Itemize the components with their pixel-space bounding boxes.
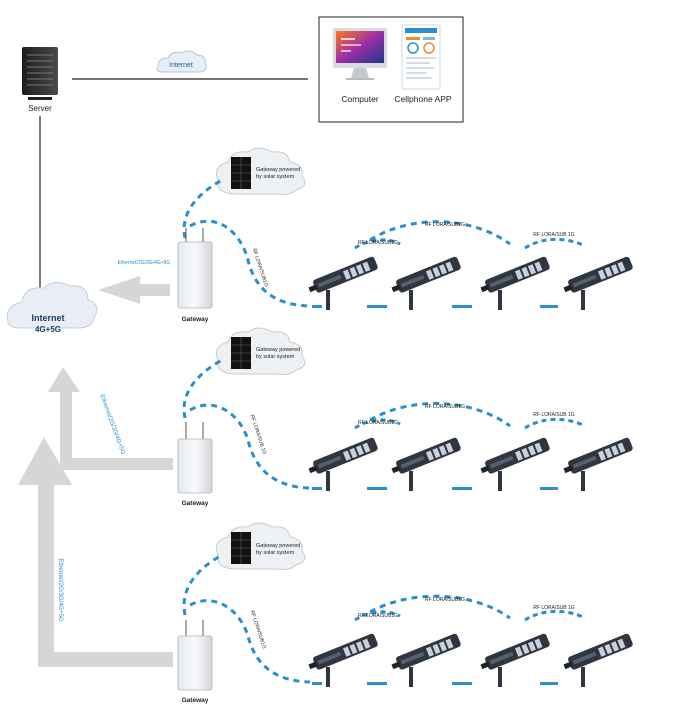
rf-vertical-link (189, 403, 311, 490)
solar-text-2: by solar system (256, 550, 295, 556)
cellphone-app-icon (401, 24, 441, 90)
computer-label: Computer (341, 94, 378, 104)
gateway-device (177, 422, 213, 494)
lamp-pole (498, 471, 502, 491)
solar-dashed-link (182, 178, 223, 239)
solar-dashed-link (182, 553, 223, 616)
solar-dashed-link (182, 358, 223, 419)
rf-right-label: RF LORA/SUB 1G (533, 232, 575, 238)
internet-small-label: Internet (169, 62, 193, 69)
solar-text-2: by solar system (256, 174, 295, 180)
street-lamp-icon (563, 437, 633, 474)
lamp-pole (409, 667, 413, 687)
rf-arc-left (354, 418, 401, 430)
rf-vertical-link (189, 219, 311, 308)
rf-arc-top (369, 401, 511, 428)
rf-left-label: RF LORA/SUB1G (358, 240, 398, 246)
lamp-pole (409, 471, 413, 491)
street-lamp-icon (391, 437, 461, 474)
lamp-pole (498, 667, 502, 687)
rf-left-label: RF LORA/SUB1G (358, 420, 398, 426)
internet-cloud-small (156, 50, 207, 73)
uplink-arrow-row2 (48, 367, 173, 470)
solar-cloud (215, 147, 306, 195)
rf-arc-top (369, 220, 511, 246)
solar-text-1: Gateway powered (256, 543, 300, 549)
solar-text-2: by solar system (256, 354, 295, 360)
internet-cloud-large (6, 282, 98, 329)
rf-top-label: RF LORA/SUB1G (425, 404, 465, 410)
gateway-label: Gateway (182, 316, 209, 323)
rf-vertical-label: RF LORA/SUB1G (251, 248, 269, 288)
lamp-pole (498, 290, 502, 310)
street-lamp-icon (480, 633, 550, 670)
street-lamp-icon (308, 437, 378, 474)
rf-arc-left (354, 610, 401, 622)
cloud-line2: 4G+5G (35, 325, 61, 334)
server-label: Server (28, 104, 52, 113)
lamp-pole (409, 290, 413, 310)
rf-top-label: RF LORA/SUB1G (425, 222, 465, 228)
street-lamp-icon (480, 256, 550, 293)
street-lamp-icon (308, 633, 378, 670)
uplink-arrow-row1 (98, 276, 170, 304)
lamp-pole (326, 667, 330, 687)
street-lamp-icon (563, 256, 633, 293)
street-lamp-icon (391, 256, 461, 293)
rf-arc-right (524, 609, 586, 622)
rf-arc-left (354, 238, 401, 250)
solar-text-1: Gateway powered (256, 347, 300, 353)
gateway-device (177, 620, 213, 691)
street-lamps (308, 256, 633, 687)
street-lamp-icon (391, 633, 461, 670)
uplink-label-row3: Ethernet/2G/3G/4G+5G (57, 558, 63, 622)
cloud-line1: Internet (31, 313, 64, 323)
gateway-label: Gateway (182, 500, 209, 507)
rf-vertical-label: RF LORA/SUB1G (249, 610, 267, 650)
lamp-pole (581, 471, 585, 491)
uplink-arrow-row3 (18, 437, 173, 667)
gateway-label: Gateway (182, 697, 209, 704)
street-lamp-icon (308, 256, 378, 293)
server (22, 47, 58, 100)
rf-left-label: RF LORA/SUB1G (358, 613, 398, 619)
uplink-label-row1: Ethernet/2G/3G/4G+5G (118, 260, 171, 266)
network-row-1: Gateway powered by solar system Gateway … (177, 147, 586, 323)
solar-cloud (215, 522, 306, 570)
rf-vertical-link (189, 599, 311, 684)
cellphone-app-label: Cellphone APP (394, 94, 452, 104)
bottom-dash-link (312, 305, 558, 308)
gateway-device (177, 228, 213, 309)
network-row-3: Gateway powered by solar system Gateway … (177, 522, 586, 704)
computer-icon (333, 28, 387, 80)
solar-cloud (215, 327, 306, 375)
rf-vertical-label: RF LORA/SUB 1G (249, 414, 268, 455)
rf-right-label: RF LORA/SUB 1G (533, 412, 575, 418)
uplink-label-row2: Ethernet/2G/3G/4G+5G (98, 394, 125, 456)
street-lamp-icon (480, 437, 550, 474)
network-row-2: Gateway powered by solar system Gateway … (177, 327, 586, 507)
rf-arc-top (369, 594, 511, 620)
lamp-pole (326, 471, 330, 491)
rf-right-label: RF LORA/SUB 1G (533, 605, 575, 611)
lamp-pole (326, 290, 330, 310)
bottom-dash-link (312, 682, 558, 685)
rf-arc-right (524, 417, 586, 430)
rf-arc-right (524, 237, 586, 250)
rf-top-label: RF LORA/SUB1G (425, 597, 465, 603)
solar-text-1: Gateway powered (256, 167, 300, 173)
lamp-pole (581, 667, 585, 687)
street-lamp-icon (563, 633, 633, 670)
bottom-dash-link (312, 487, 558, 490)
lamp-pole (581, 290, 585, 310)
